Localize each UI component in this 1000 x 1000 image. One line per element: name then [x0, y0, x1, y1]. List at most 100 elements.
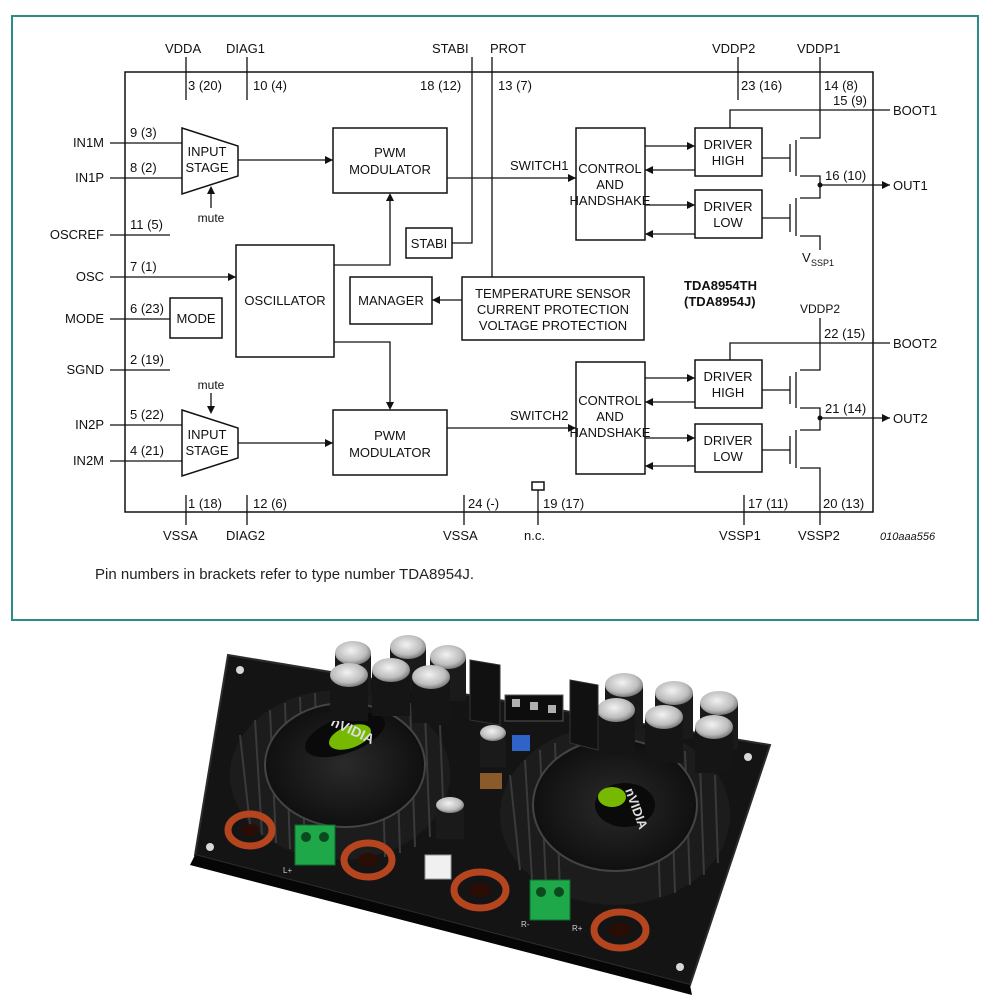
pin-prot-label: PROT — [490, 41, 526, 56]
heat-plate-right — [569, 679, 599, 751]
driver-low-1 — [694, 189, 763, 239]
pin-out2-label: OUT2 — [893, 411, 928, 426]
pin-in1p-label: IN1P — [75, 170, 104, 185]
stabi-block — [405, 227, 453, 259]
pin-boot2-label: BOOT2 — [893, 336, 937, 351]
oscillator-block — [235, 244, 335, 358]
jst-connector — [424, 854, 452, 880]
pin-diag2-num: 12 (6) — [253, 496, 287, 511]
vssp1-sub-label-2: SSP1 — [811, 258, 834, 268]
pin-diag1-label: DIAG1 — [226, 41, 265, 56]
pin-diag2-label: DIAG2 — [226, 528, 265, 543]
pin-vdda-num: 3 (20) — [188, 78, 222, 93]
pin-boot1-num: 15 (9) — [833, 93, 867, 108]
part-name-alt: (TDA8954J) — [684, 294, 756, 309]
pin-vssp1-num: 17 (11) — [748, 496, 788, 511]
pin-out2-num: 21 (14) — [825, 401, 866, 416]
input-stage-2-label-a: INPUT — [188, 427, 227, 442]
control-2-label-a: CONTROL — [578, 393, 642, 408]
pin-in2m-label: IN2M — [73, 453, 104, 468]
pin-vssp2-num: 20 (13) — [823, 496, 864, 511]
manager-block — [349, 276, 433, 325]
pin-osc-num: 7 (1) — [130, 259, 157, 274]
stabi-block-label: STABI — [411, 236, 448, 251]
speaker-label-right: R+ — [572, 924, 583, 933]
protection-block — [461, 276, 645, 341]
speaker-label-rminus: R- — [521, 920, 530, 929]
driver-high-1-label-a: DRIVER — [703, 137, 752, 152]
pwm-modulator-2 — [332, 409, 448, 476]
pin-vssa2-num: 24 (-) — [468, 496, 499, 511]
pin-boot2-num: 22 (15) — [824, 326, 865, 341]
heatsink-left: nVIDIA — [230, 690, 450, 860]
driver-high-1 — [694, 127, 763, 177]
pin-vssa1-num: 1 (18) — [188, 496, 222, 511]
mute-label-2: mute — [198, 378, 225, 392]
pin-vssa1-label: VSSA — [163, 528, 198, 543]
driver-high-2 — [694, 359, 763, 409]
speaker-terminal-left — [294, 824, 336, 866]
pin-vdda-label: VDDA — [165, 41, 201, 56]
switch2-label: SWITCH2 — [510, 408, 569, 423]
pin-stabi-label: STABI — [432, 41, 469, 56]
pin-boot1-label: BOOT1 — [893, 103, 937, 118]
input-stage-2-label-b: STAGE — [185, 443, 228, 458]
control-handshake-1 — [575, 127, 646, 241]
block-diagram: INPUT STAGE INPUT STAGE mute mute PWM MO… — [11, 15, 979, 621]
capacitors-left — [330, 635, 466, 723]
mode-block-label: MODE — [177, 311, 216, 326]
pwm-2-label-a: PWM — [374, 428, 406, 443]
pin-vssp1-label: VSSP1 — [719, 528, 761, 543]
input-stage-1 — [181, 126, 239, 196]
diagram-caption: Pin numbers in brackets refer to type nu… — [95, 566, 475, 583]
pin-in1m-label: IN1M — [73, 135, 104, 150]
control-1-label-c: HANDSHAKE — [570, 193, 651, 208]
control-1-label-a: CONTROL — [578, 161, 642, 176]
pin-vddp2-num: 23 (16) — [741, 78, 782, 93]
driver-low-1-label-b: LOW — [713, 215, 743, 230]
speaker-terminal-right — [529, 879, 571, 921]
pin-mode-label: MODE — [65, 311, 104, 326]
blue-trimmer — [512, 735, 530, 751]
driver-high-2-label-a: DRIVER — [703, 369, 752, 384]
pin-oscref-label: OSCREF — [50, 227, 104, 242]
oscillator-label: OSCILLATOR — [244, 293, 325, 308]
pwm-2-label-b: MODULATOR — [349, 445, 431, 460]
toroid-inductors — [224, 810, 650, 952]
control-2-label-b: AND — [596, 409, 623, 424]
nc-pin-box — [531, 481, 545, 491]
control-1-label-b: AND — [596, 177, 623, 192]
pwm-1-label-a: PWM — [374, 145, 406, 160]
input-stage-1-label-a: INPUT — [188, 144, 227, 159]
pin-vssa2-label: VSSA — [443, 528, 478, 543]
protection-label-1: TEMPERATURE SENSOR — [475, 286, 631, 301]
vddp2-inner-label: VDDP2 — [800, 302, 840, 316]
input-stage-2 — [181, 408, 239, 478]
mute-label-1: mute — [198, 211, 225, 225]
pin-oscref-num: 11 (5) — [130, 217, 163, 232]
protection-label-3: VOLTAGE PROTECTION — [479, 318, 627, 333]
pwm-1-label-b: MODULATOR — [349, 162, 431, 177]
vssp1-sub-label: V — [802, 250, 811, 265]
pin-vddp2-label: VDDP2 — [712, 41, 755, 56]
protection-label-2: CURRENT PROTECTION — [477, 302, 629, 317]
pin-nc-num: 19 (17) — [543, 496, 584, 511]
driver-high-1-label-b: HIGH — [712, 153, 745, 168]
pin-in1p-num: 8 (2) — [130, 160, 157, 175]
driver-high-2-label-b: HIGH — [712, 385, 745, 400]
pin-in1m-num: 9 (3) — [130, 125, 157, 140]
driver-low-1-label-a: DRIVER — [703, 199, 752, 214]
pin-nc-label: n.c. — [524, 528, 545, 543]
mode-block — [169, 297, 223, 339]
driver-low-2-label-a: DRIVER — [703, 433, 752, 448]
pin-vddp1-num: 14 (8) — [824, 78, 858, 93]
pin-in2m-num: 4 (21) — [130, 443, 164, 458]
capacitors-right — [597, 673, 738, 773]
diagram-frame — [11, 15, 979, 621]
pin-out1-label: OUT1 — [893, 178, 928, 193]
pin-vddp1-label: VDDP1 — [797, 41, 840, 56]
figure-code: 010aaa556 — [880, 531, 936, 543]
pwm-modulator-1 — [332, 127, 448, 194]
pin-in2p-num: 5 (22) — [130, 407, 164, 422]
pin-prot-num: 13 (7) — [498, 78, 532, 93]
